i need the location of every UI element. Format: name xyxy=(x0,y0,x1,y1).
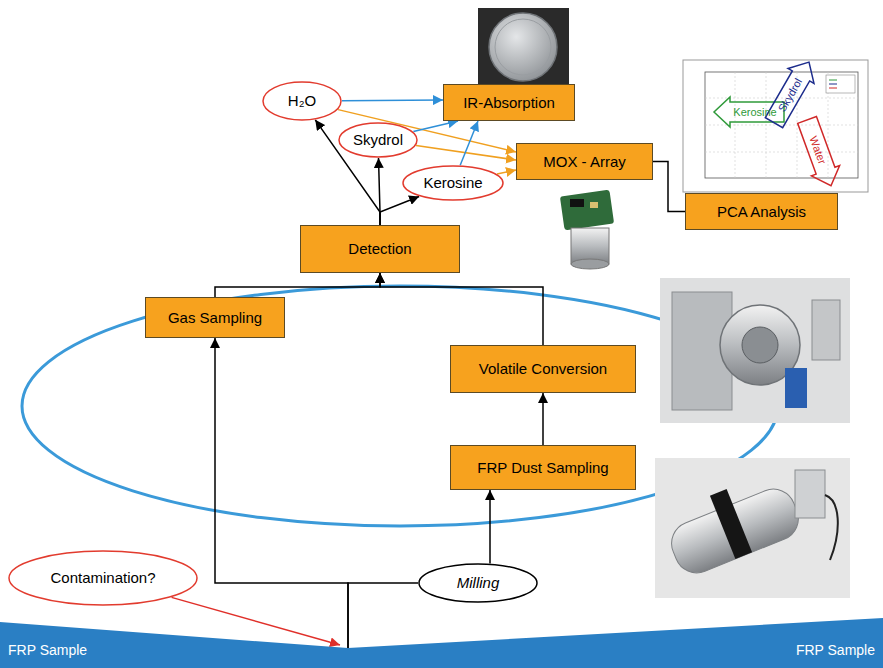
node-text: Kerosine xyxy=(423,174,482,192)
process-box: IR-Absorption xyxy=(443,84,575,121)
plot-label: Skydrol xyxy=(776,76,805,114)
node-text: Detection xyxy=(348,240,411,258)
connector xyxy=(380,196,419,225)
plot-label: Water xyxy=(807,134,828,165)
band-shape xyxy=(0,600,883,668)
node-text: Gas Sampling xyxy=(168,309,262,327)
connector xyxy=(215,338,348,648)
pca-plot xyxy=(683,55,868,192)
node-text: H₂O xyxy=(288,92,316,110)
node-text: FRP Sample xyxy=(8,642,87,659)
node-text: Volatile Conversion xyxy=(479,360,607,378)
connector xyxy=(413,121,458,132)
connector xyxy=(416,146,516,160)
sample-band: FRP Sample FRP Sample xyxy=(0,600,883,668)
process-box: PCA Analysis xyxy=(685,193,838,230)
node-text: Skydrol xyxy=(353,131,403,149)
node-text: FRP Sample xyxy=(796,642,875,659)
connector xyxy=(342,99,443,101)
connector xyxy=(380,273,543,345)
process-box: FRP Dust Sampling xyxy=(450,445,636,490)
connector xyxy=(460,121,478,165)
connector xyxy=(653,162,685,212)
connector xyxy=(215,273,380,297)
step-ellipse: Milling xyxy=(418,563,538,603)
process-box: Gas Sampling xyxy=(145,297,285,338)
node-text: IR-Absorption xyxy=(463,94,555,112)
plot-label: Kerosine xyxy=(733,106,776,118)
process-box: MOX - Array xyxy=(516,143,653,180)
node-text: Contamination? xyxy=(50,569,155,587)
substance-ellipse: Skydrol xyxy=(338,122,418,158)
node-text: FRP Dust Sampling xyxy=(477,459,608,477)
substance-ellipse: H₂O xyxy=(262,81,342,121)
node-text: PCA Analysis xyxy=(717,203,806,221)
substance-ellipse: Kerosine xyxy=(402,165,504,201)
connector xyxy=(348,583,418,648)
process-box: Volatile Conversion xyxy=(450,345,636,393)
node-text: Milling xyxy=(457,574,500,592)
mox-sensor-photo xyxy=(560,190,614,269)
connector xyxy=(542,393,544,445)
question-ellipse: Contamination? xyxy=(8,550,198,606)
connector xyxy=(489,490,491,563)
connector xyxy=(497,170,516,174)
node-text: MOX - Array xyxy=(543,153,626,171)
converter-photo xyxy=(660,278,850,423)
dust-sampler-photo xyxy=(655,458,850,598)
process-box: Detection xyxy=(300,225,460,273)
ir-sensor-photo xyxy=(478,8,569,84)
